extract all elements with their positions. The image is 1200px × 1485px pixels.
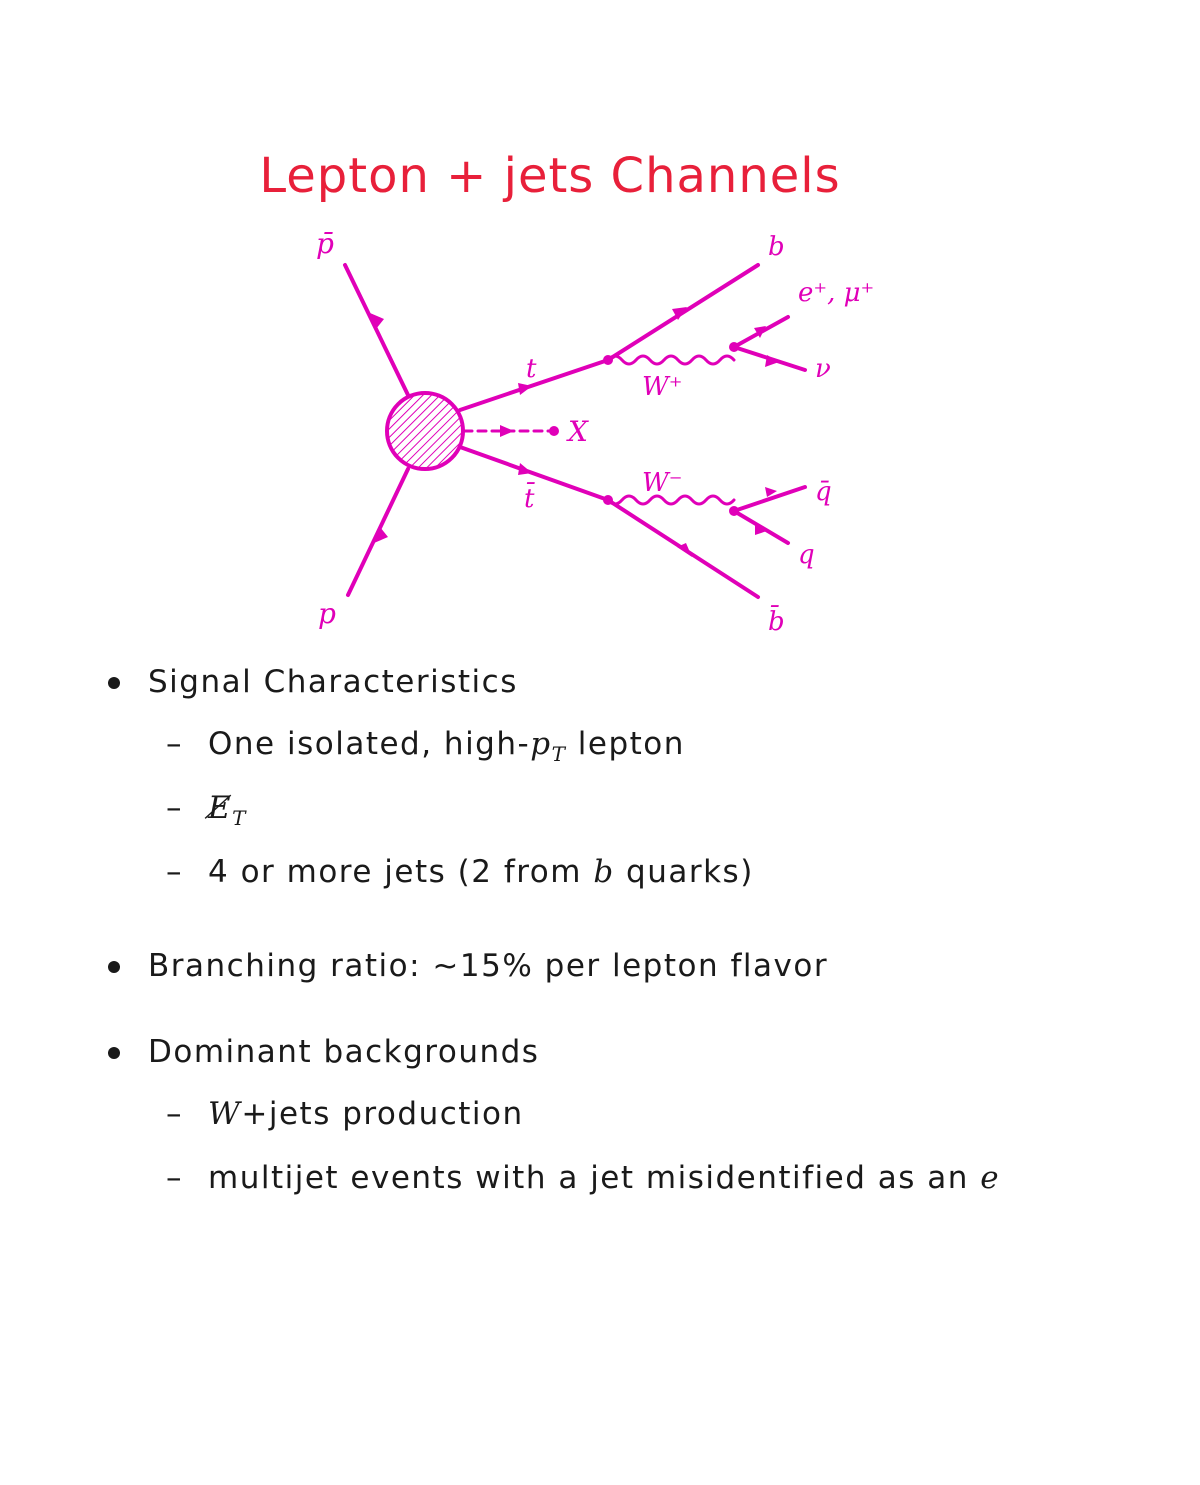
- label-wplus: W⁺: [642, 372, 682, 402]
- label-wminus: W⁻: [642, 468, 682, 498]
- label-b: b: [768, 232, 785, 262]
- dash: –: [166, 790, 183, 826]
- bullet-text: Dominant backgrounds: [148, 1034, 540, 1070]
- math-e: e: [980, 1160, 1001, 1196]
- wminus-boson: [606, 494, 736, 506]
- qbar-line: [732, 485, 807, 513]
- label-t: t: [526, 354, 537, 384]
- subitem-text: 4 or more jets (2 from: [208, 854, 594, 890]
- label-x: X: [566, 415, 589, 448]
- subitem-text: +jets production: [241, 1096, 524, 1132]
- subitem-text: One isolated, high-: [208, 726, 531, 762]
- feynman-diagram: p̄ p t t̄ b b̄ e⁺, μ⁺ ν W⁺ W⁻ q̄ q X: [316, 227, 874, 635]
- subitem-text: quarks): [614, 854, 754, 890]
- slide-title: Lepton + jets Channels: [259, 148, 841, 204]
- math-sub: T: [551, 742, 567, 767]
- subitem-jets: – 4 or more jets (2 from b quarks): [108, 848, 1168, 912]
- subitem-multijet: – multijet events with a jet misidentifi…: [108, 1154, 1168, 1218]
- bullet-dot: [108, 677, 120, 689]
- math-sub: T: [232, 806, 247, 831]
- bullet-list: Signal Characteristics – One isolated, h…: [108, 658, 1168, 1218]
- pbar-line: [343, 263, 410, 397]
- bullet-backgrounds: Dominant backgrounds: [108, 1028, 1168, 1090]
- tbar-line: [458, 445, 610, 502]
- subitem-text: multijet events with a jet misidentified…: [208, 1160, 981, 1196]
- dash: –: [166, 726, 183, 762]
- dash: –: [166, 1096, 183, 1132]
- label-qbar: q̄: [815, 477, 832, 507]
- bullet-text: Branching ratio: ∼15% per lepton flavor: [148, 948, 829, 984]
- bullet-text: Signal Characteristics: [148, 664, 518, 700]
- subitem-lepton: – One isolated, high-pT lepton: [108, 720, 1168, 784]
- label-p: p: [318, 597, 336, 630]
- math-met: E̸: [208, 790, 233, 826]
- bullet-branching: Branching ratio: ∼15% per lepton flavor: [108, 942, 1168, 1004]
- math-p: p: [530, 726, 552, 762]
- math-b: b: [593, 854, 615, 890]
- label-q: q: [798, 540, 815, 570]
- label-nu: ν: [815, 354, 831, 384]
- interaction-blob: [385, 391, 465, 471]
- label-bbar: b̄: [768, 604, 785, 635]
- bullet-dot: [108, 1047, 120, 1059]
- dash: –: [166, 1160, 183, 1196]
- p-line: [346, 467, 410, 597]
- subitem-met: – E̸T: [108, 784, 1168, 848]
- subitem-wjets: – W+jets production: [108, 1090, 1168, 1154]
- dash: –: [166, 854, 183, 890]
- bullet-signal: Signal Characteristics: [108, 658, 1168, 720]
- top-line: [458, 358, 610, 412]
- label-leptons: e⁺, μ⁺: [798, 278, 874, 308]
- label-tbar: t̄: [524, 481, 536, 514]
- label-pbar: p̄: [316, 227, 334, 260]
- bullet-dot: [108, 961, 120, 973]
- math-w: W: [208, 1096, 242, 1132]
- subitem-text: lepton: [566, 726, 685, 762]
- wplus-boson: [606, 354, 736, 366]
